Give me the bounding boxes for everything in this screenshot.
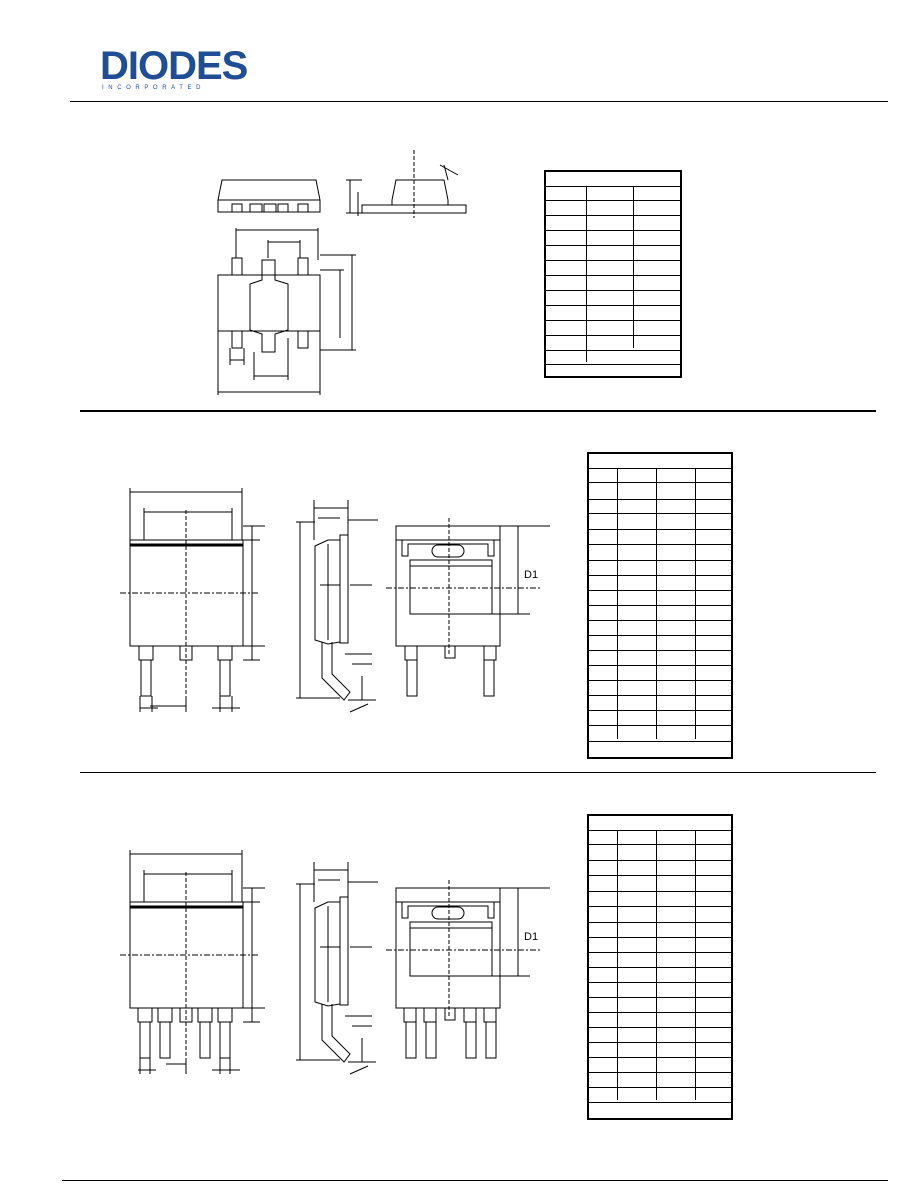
dimension-label-d1-bottom: D1	[524, 931, 539, 943]
section-divider-1	[80, 410, 876, 412]
dimension-label-d1-top: D1	[524, 569, 539, 581]
package-outline-drawing-1	[217, 150, 467, 395]
company-logo: DIODES	[100, 44, 248, 88]
package-outline-drawing-3	[120, 850, 550, 1075]
company-logo-subtext: INCORPORATED	[102, 85, 206, 91]
footer-rule	[62, 1180, 888, 1181]
dimensions-table-1	[544, 170, 682, 378]
dimensions-table-2	[587, 452, 733, 759]
section-divider-2	[80, 772, 876, 773]
package-outline-drawing-2	[120, 488, 550, 713]
header-rule	[70, 101, 888, 102]
dimensions-table-3	[587, 814, 733, 1120]
